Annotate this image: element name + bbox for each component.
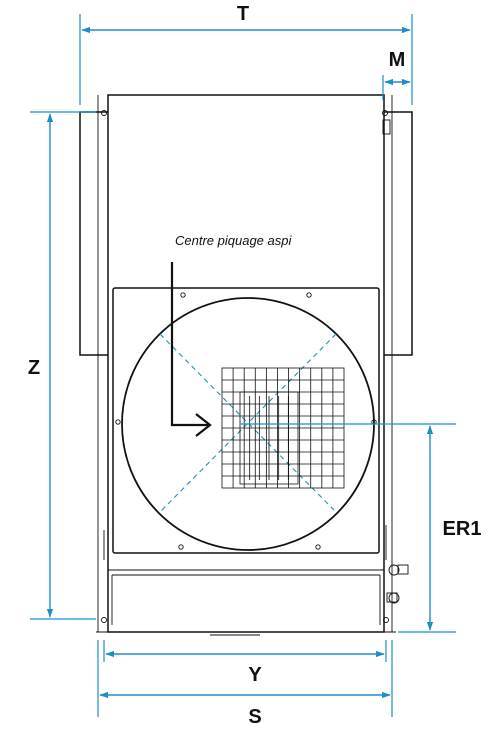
- dimension-Z: Z: [28, 111, 96, 620]
- connector-fitting-body: [386, 592, 398, 603]
- screw-hole: [180, 292, 186, 298]
- dimension-T: T: [79, 3, 413, 105]
- connector-fitting-body: [397, 564, 409, 575]
- right-flange: [381, 111, 413, 356]
- fan-grille: [221, 367, 345, 489]
- screw-hole: [101, 110, 107, 116]
- diagonal-dashed: [159, 333, 337, 513]
- label-Y: Y: [248, 664, 262, 686]
- dimension-S: S: [97, 640, 393, 728]
- callout-arrow: [170, 262, 208, 427]
- screw-hole: [382, 110, 388, 116]
- dimension-Y: Y: [103, 640, 387, 686]
- base-line: [96, 631, 396, 636]
- label-Z: Z: [28, 357, 40, 379]
- screw-hole: [101, 617, 107, 623]
- callout-text: Centre piquage aspi: [175, 233, 292, 248]
- callout-arrowhead: [195, 413, 212, 437]
- screw-hole: [306, 292, 312, 298]
- screw-hole: [178, 544, 184, 550]
- centre-diagonals: [159, 333, 337, 513]
- label-M: M: [389, 49, 406, 71]
- dimension-ER1: ER1: [240, 423, 482, 633]
- connectors: [382, 119, 409, 604]
- unit-outline: [79, 94, 413, 636]
- label-ER1: ER1: [443, 518, 482, 540]
- screw-hole: [383, 617, 389, 623]
- connector-fitting: [388, 592, 400, 604]
- label-T: T: [237, 3, 249, 25]
- connector-top: [382, 119, 391, 135]
- dimension-M: M: [382, 49, 411, 100]
- motor-housing: [239, 391, 299, 485]
- label-S: S: [248, 706, 261, 728]
- screw-hole: [315, 544, 321, 550]
- connector-fitting: [388, 564, 400, 576]
- screw-hole: [115, 419, 121, 425]
- bottom-trough: [108, 569, 384, 625]
- screw-holes: [101, 110, 389, 623]
- left-flange: [79, 111, 111, 356]
- side-posts: [97, 95, 393, 632]
- callout: Centre piquage aspi: [170, 233, 292, 437]
